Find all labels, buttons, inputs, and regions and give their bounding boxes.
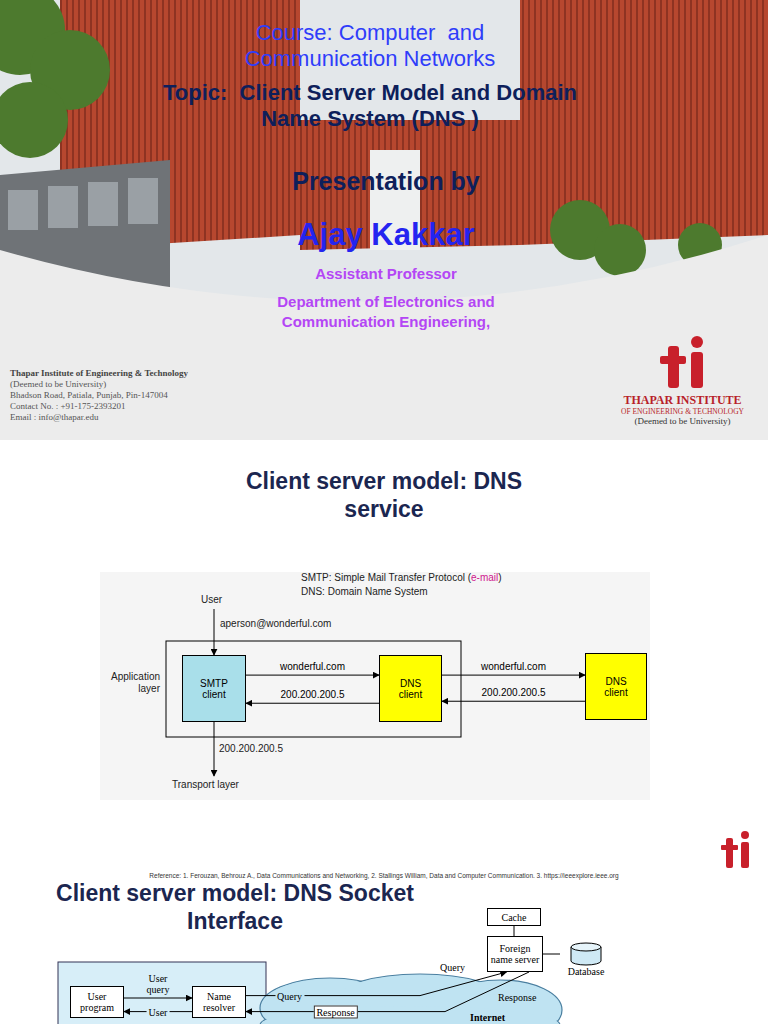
svg-rect (741, 842, 749, 868)
connector-arrow (442, 701, 585, 702)
slide-title: Client server model: DNS Socket Interfac… (55, 880, 415, 935)
institute-logo (660, 336, 703, 388)
layer-label: Application layer (88, 671, 160, 695)
svg-ellipse (261, 1006, 559, 1024)
svg-circle (741, 831, 749, 839)
connector-arrow (124, 998, 192, 999)
edge-label: User query (139, 973, 177, 995)
legend-note: e-mail (471, 572, 498, 584)
local-host-box (58, 962, 266, 1024)
department: Department of Electronics and Communicat… (236, 292, 536, 331)
name-server-box: Foreign name server (487, 936, 543, 972)
response-label: Response (498, 992, 536, 1004)
address-line: (Deemed to be University) (10, 379, 106, 390)
logo-text: THAPAR INSTITUTE (600, 393, 765, 407)
node-text: Database (568, 966, 605, 977)
legend-note: SMTP: Simple Mail Transfer Protocol ( (301, 572, 471, 584)
address-line: Contact No. : +91-175-2393201 (10, 401, 126, 412)
dns-client-box: DNS client (585, 653, 647, 720)
connector-arrow (514, 926, 515, 936)
address-label: aperson@wonderful.com (220, 618, 331, 630)
query-label: Query (440, 962, 465, 974)
node-text: Name resolver (195, 991, 243, 1013)
connector-arrow (442, 675, 585, 676)
dns-client-box: DNS client (379, 655, 442, 722)
node-text: Foreign name server (490, 943, 540, 965)
presenter-name: Ajay Kakkar (216, 216, 556, 253)
topic-title: Topic: Client Server Model and Domain Na… (140, 80, 600, 133)
user-arrow (214, 609, 215, 655)
cache-box: Cache (487, 908, 541, 926)
svg-rect (128, 178, 158, 224)
address-line: Email : info@thapar.edu (10, 412, 99, 423)
svg-rect (721, 845, 738, 850)
application-box (166, 641, 461, 737)
cylinder-top (571, 943, 601, 951)
legend-note: ) (498, 572, 501, 584)
node-text: DNS client (594, 676, 638, 698)
logo-text: OF ENGINEERING & TECHNOLOGY (600, 407, 765, 416)
transport-arrow (214, 722, 215, 776)
course-title: Course: Computer and Communication Netwo… (210, 20, 530, 73)
database-cylinder: Database (560, 942, 612, 982)
figure-ground (100, 572, 650, 800)
connector-arrow (246, 972, 529, 1012)
trees (0, 0, 722, 276)
edge-label: 200.200.200.5 (279, 689, 347, 700)
reference-note: Reference: 1. Ferouzan, Behrouz A., Data… (24, 872, 744, 880)
node-text: DNS client (388, 678, 433, 700)
svg-rect (726, 838, 733, 868)
edge-label: wonderful.com (479, 661, 548, 672)
sky (0, 0, 768, 440)
connector-arrow (246, 703, 379, 704)
slide-title: Client server model: DNS service (209, 468, 559, 523)
ip-label: 200.200.200.5 (219, 743, 283, 755)
edge-label: Query (275, 990, 304, 1001)
svg-rect (8, 190, 38, 230)
windows (8, 178, 158, 230)
edge-label: wonderful.com (278, 661, 347, 672)
user-label: User (201, 594, 222, 606)
connector-arrow (543, 954, 560, 955)
logo-text: (Deemed to be University) (600, 416, 765, 427)
resolver-box: Name resolver (192, 986, 246, 1018)
presenter-heading: Presentation by (236, 166, 536, 196)
smtp-client-box: SMTP client (182, 655, 246, 722)
svg-circle (691, 336, 703, 348)
edge-label: User (147, 1006, 170, 1017)
internet-cloud-fill (261, 975, 561, 1024)
svg-circle (0, 82, 68, 158)
institute-logo (721, 831, 749, 868)
designation: Assistant Professor (236, 265, 536, 283)
internet-cloud (260, 974, 562, 1024)
edge-label: Response (313, 1005, 357, 1018)
footer-band (0, 235, 768, 440)
right-building (520, 0, 768, 245)
connector-arrow (246, 675, 379, 676)
svg-circle (594, 224, 646, 276)
svg-rect (660, 356, 686, 364)
node-text: SMTP client (191, 678, 237, 700)
svg-rect (48, 186, 78, 228)
svg-rect (668, 346, 679, 388)
svg-rect (88, 182, 118, 226)
svg-rect (691, 352, 703, 388)
cloud-label: Internet (470, 1012, 505, 1024)
layer-label: Transport layer (172, 779, 239, 791)
address-line: Thapar Institute of Engineering & Techno… (10, 368, 188, 379)
cylinder-symbol (570, 942, 602, 966)
legend-note: DNS: Domain Name System (301, 586, 428, 598)
node-text: User program (73, 991, 121, 1013)
edge-label: 200.200.200.5 (480, 687, 548, 698)
address-line: Bhadson Road, Patiala, Punjab, Pin-14700… (10, 390, 168, 401)
user-program-box: User program (70, 986, 124, 1018)
node-text: Cache (502, 912, 527, 923)
